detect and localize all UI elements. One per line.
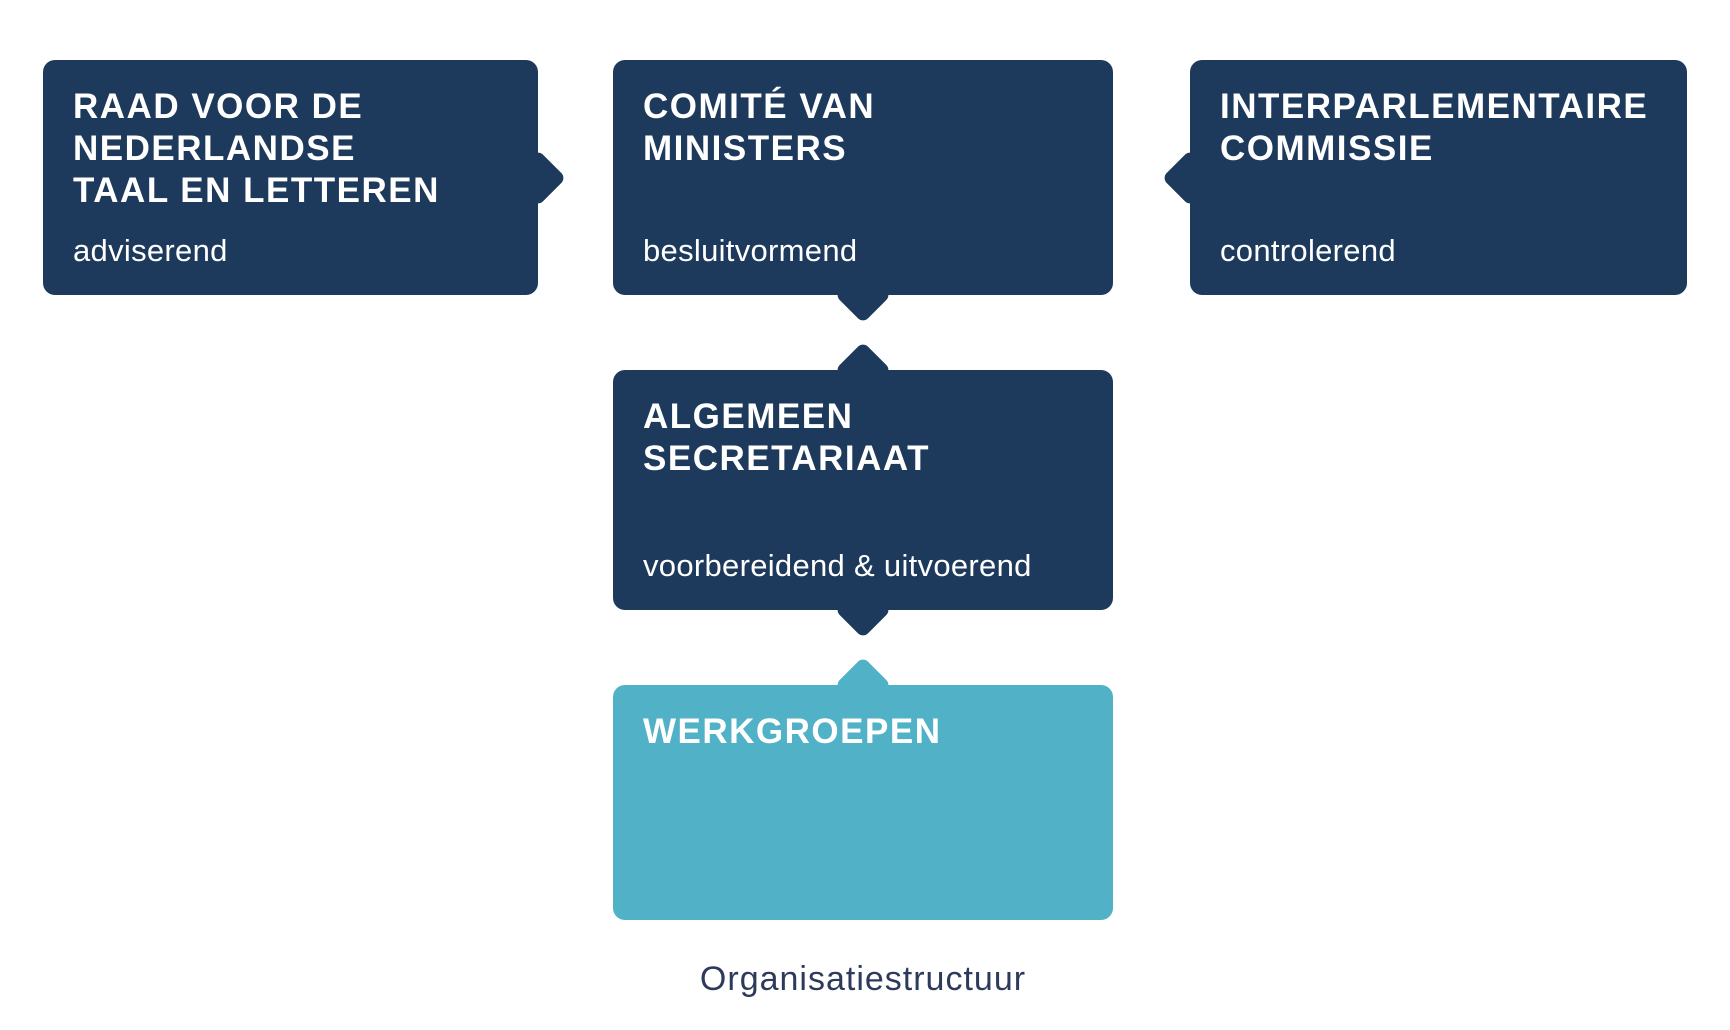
org-box-algemeen-secretariaat: ALGEMEEN SECRETARIAAT voorbereidend & ui…: [613, 341, 1113, 639]
diagram-caption: Organisatiestructuur: [699, 960, 1027, 998]
box-title: ALGEMEEN SECRETARIAAT: [643, 397, 930, 478]
arrow-down-icon: [834, 581, 892, 639]
org-box-raad-nederlandse-taal-en-letteren: RAAD VOOR DE NEDERLANDSE TAAL EN LETTERE…: [43, 60, 567, 295]
box-role-label: controlerend: [1220, 233, 1396, 268]
org-box-interparlementaire-commissie: INTERPARLEMENTAIRE COMMISSIE controleren…: [1161, 60, 1687, 295]
box-role-label: adviserend: [73, 233, 228, 268]
org-box-werkgroepen: WERKGROEPEN: [613, 656, 1113, 920]
box-title: COMITÉ VAN MINISTERS: [643, 87, 876, 168]
box-role-label: besluitvormend: [643, 233, 858, 268]
box-title: INTERPARLEMENTAIRE COMMISSIE: [1220, 87, 1649, 168]
box-role-label: voorbereidend & uitvoerend: [643, 548, 1032, 583]
org-box-comite-van-ministers: COMITÉ VAN MINISTERS besluitvormend: [613, 60, 1113, 324]
arrow-left-icon: [1161, 149, 1219, 206]
box-title: WERKGROEPEN: [643, 712, 942, 751]
arrow-down-icon: [834, 266, 892, 324]
arrow-right-icon: [509, 149, 567, 206]
box-title: RAAD VOOR DE NEDERLANDSE TAAL EN LETTERE…: [73, 87, 440, 210]
arrow-up-icon: [834, 341, 892, 399]
arrow-up-icon: [834, 656, 892, 714]
